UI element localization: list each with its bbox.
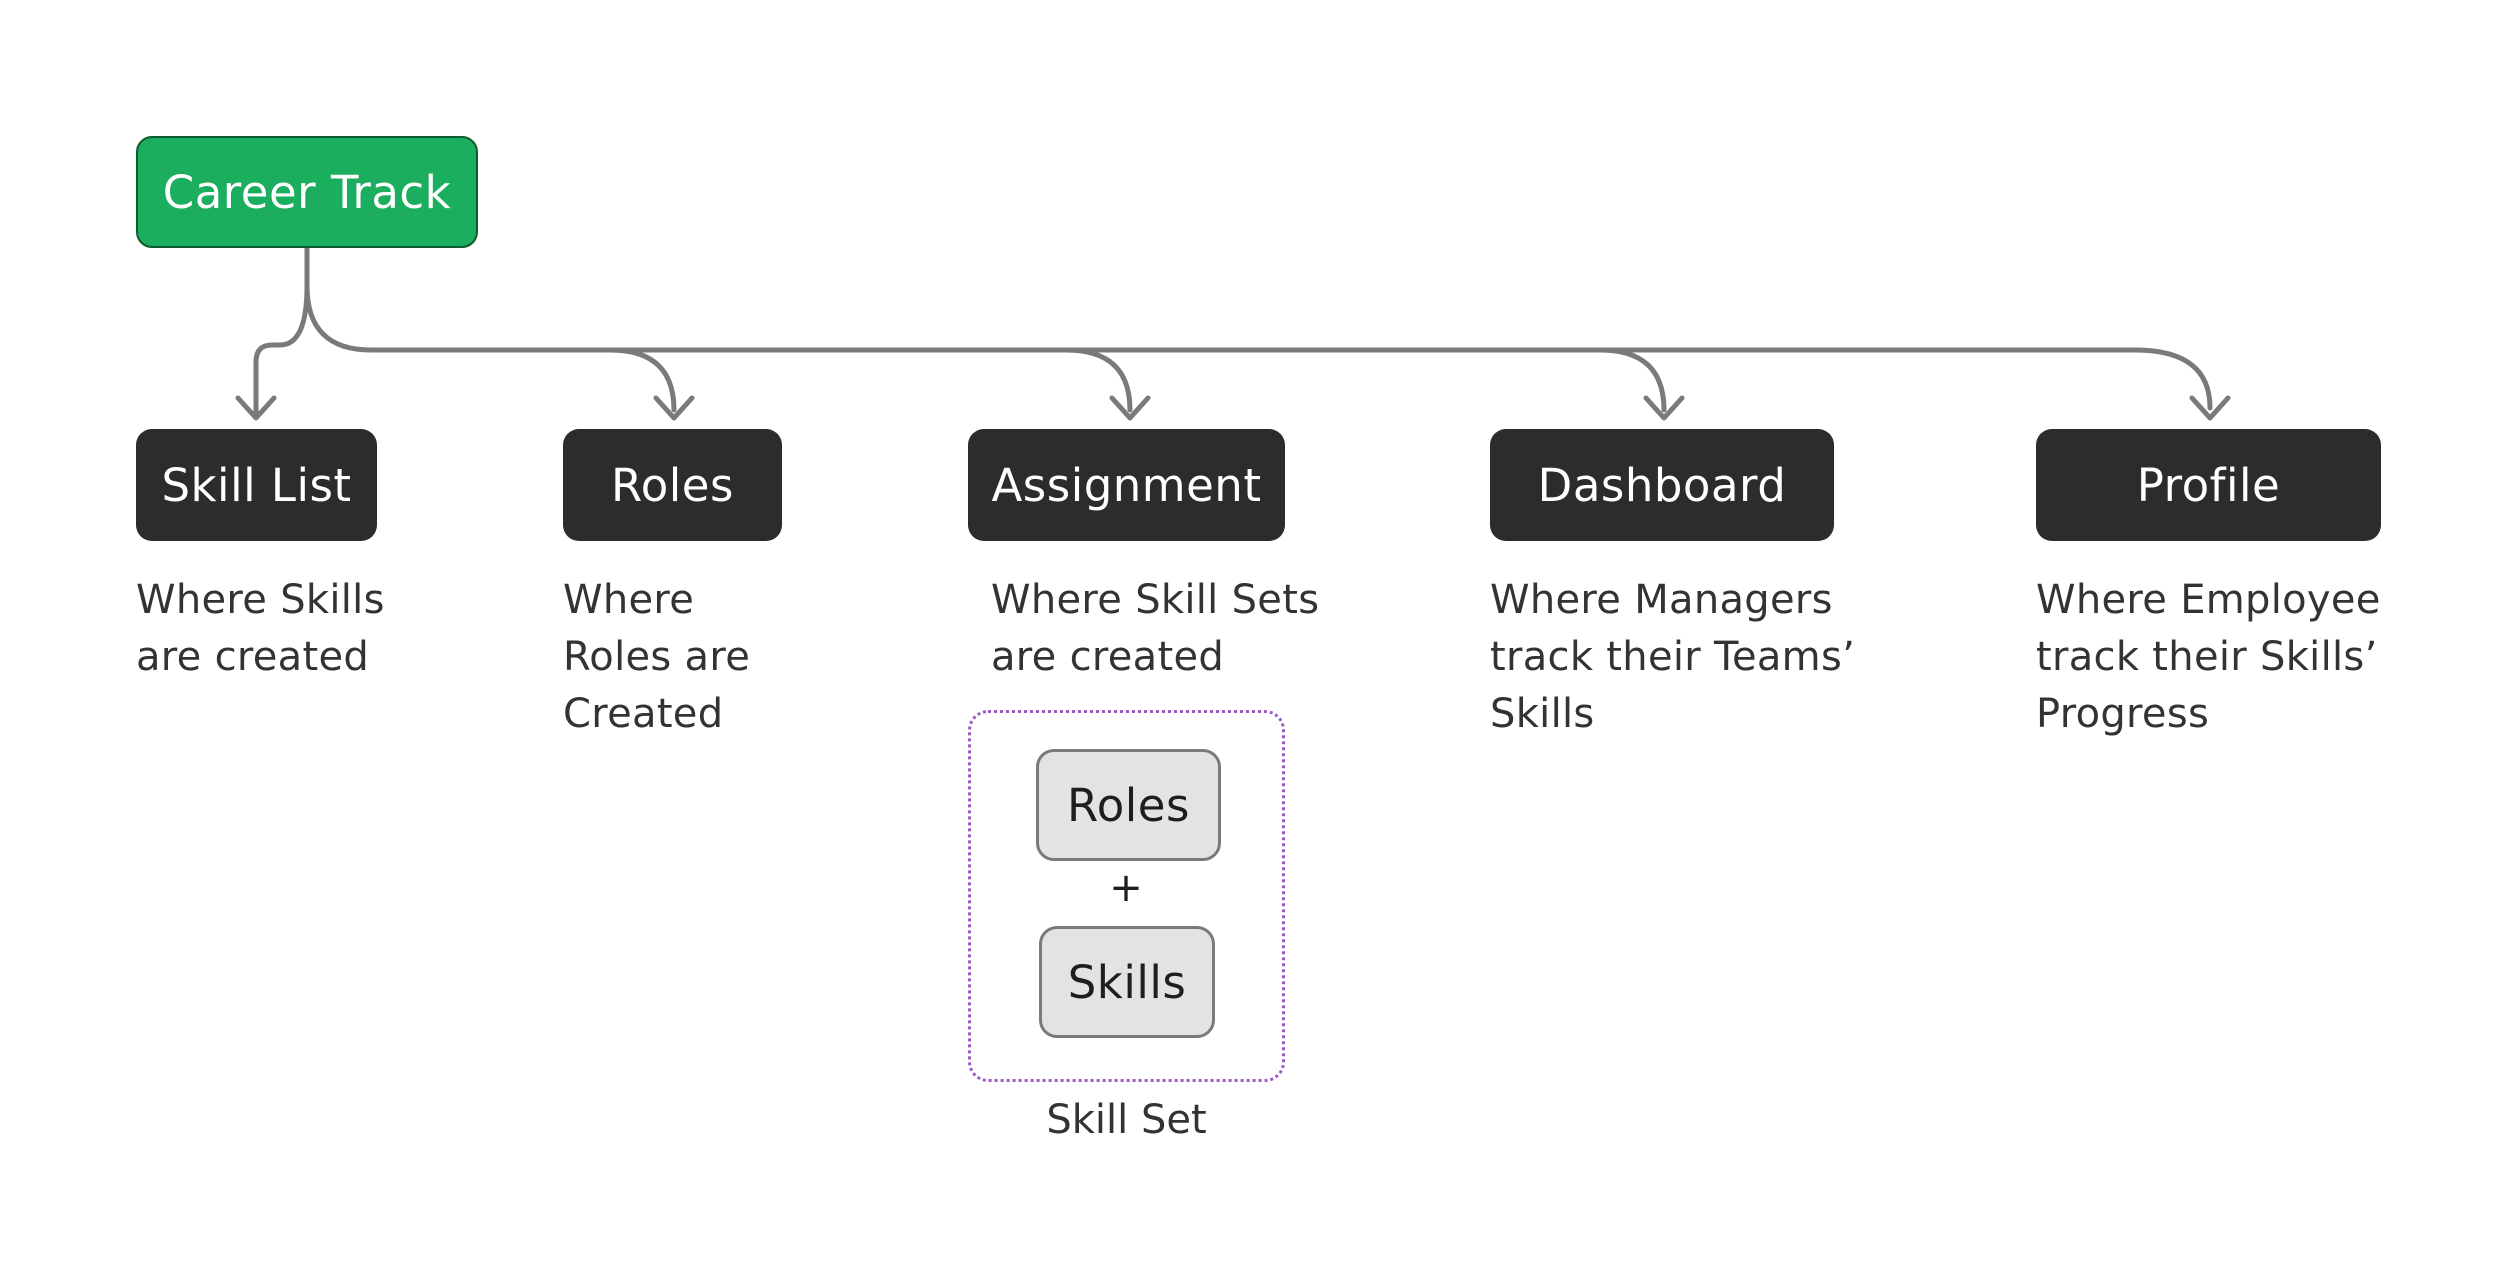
connector-roles: [607, 347, 677, 413]
profile-node[interactable]: Profile: [2036, 429, 2381, 541]
skill-set-label: Skill Set: [1046, 1097, 1207, 1143]
career-track-node[interactable]: Career Track: [136, 136, 478, 248]
skill-set-roles-item[interactable]: Roles: [1036, 749, 1221, 861]
connector-dashboard: [1597, 347, 1667, 413]
dashboard-description: Where Managers track their Teams’ Skills: [1490, 577, 1856, 737]
arrowhead-dashboard: [1643, 395, 1685, 421]
skill-set-skills-item[interactable]: Skills: [1039, 926, 1215, 1038]
assignment-node[interactable]: Assignment: [968, 429, 1285, 541]
arrowhead-skill-list: [235, 395, 277, 421]
arrowhead-roles: [653, 395, 695, 421]
skill-list-node[interactable]: Skill List: [136, 429, 377, 541]
roles-description: Where Roles are Created: [563, 577, 751, 737]
dashboard-node[interactable]: Dashboard: [1490, 429, 1834, 541]
connector-skill-list: [253, 283, 310, 415]
plus-operator: +: [1109, 865, 1143, 911]
roles-node[interactable]: Roles: [563, 429, 782, 541]
skill-set-group: [968, 710, 1285, 1082]
profile-description: Where Employee track their Skills’ Progr…: [2036, 577, 2381, 737]
arrowhead-profile: [2189, 395, 2231, 421]
arrowhead-assignment: [1109, 395, 1151, 421]
skill-list-description: Where Skills are created: [136, 577, 385, 680]
assignment-description: Where Skill Sets are created: [991, 577, 1320, 680]
connector-trunk: [304, 245, 2213, 411]
connector-assignment: [1063, 347, 1133, 413]
